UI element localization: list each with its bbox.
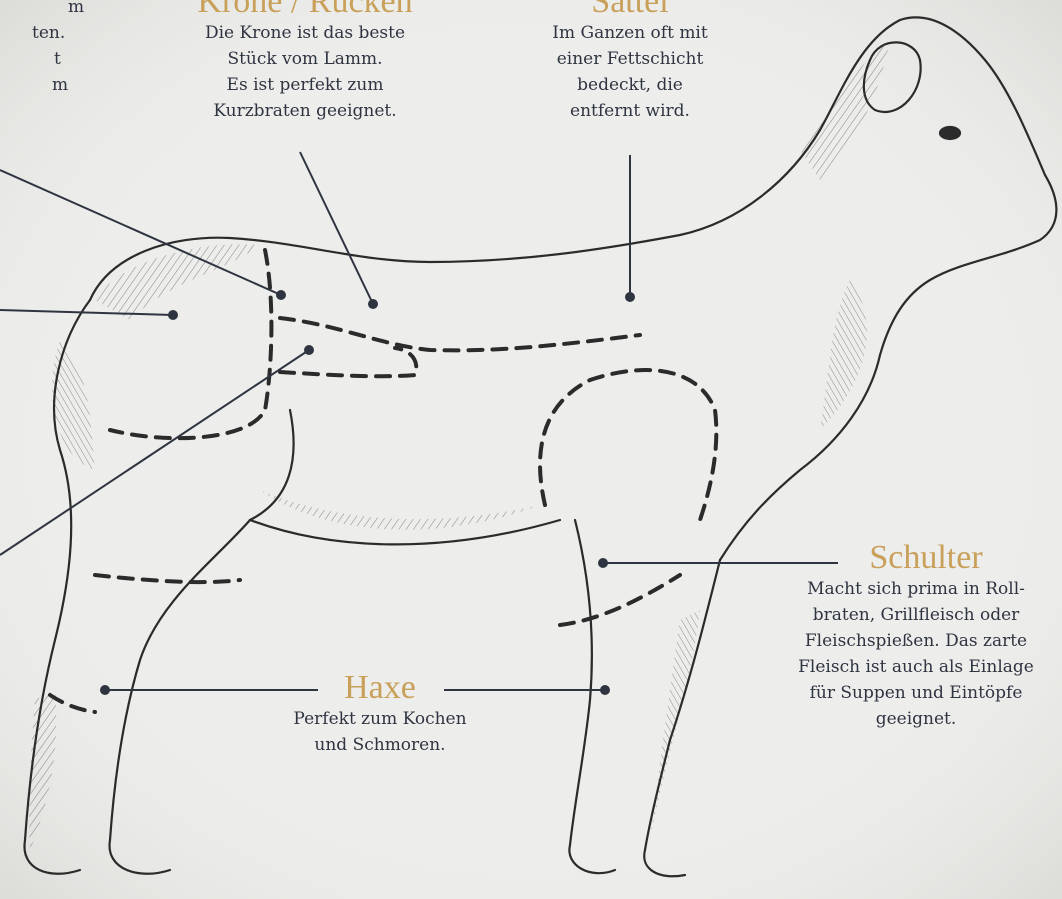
label-desc-line: Macht sich prima in Roll- [770, 576, 1062, 602]
label-desc-line: Es ist perfekt zum [160, 72, 450, 98]
label-desc-line: Perfekt zum Kochen [250, 706, 510, 732]
label-sattel: Sattel Im Ganzen oft mit einer Fettschic… [520, 0, 740, 124]
left-label-fragment: m ten. t m [30, 0, 84, 98]
label-desc-line: und Schmoren. [250, 732, 510, 758]
label-desc-line: Kurzbraten geeignet. [160, 98, 450, 124]
fragment-line: m [30, 72, 84, 98]
label-schulter: Schulter Macht sich prima in Roll- brate… [770, 540, 1062, 732]
label-title: Haxe [250, 670, 510, 706]
label-krone-ruecken: Krone / Rücken Die Krone ist das beste S… [160, 0, 450, 124]
fragment-line: m [30, 0, 84, 20]
fragment-line: ten. [30, 20, 84, 46]
label-title: Krone / Rücken [160, 0, 450, 20]
label-desc-line: Die Krone ist das beste [160, 20, 450, 46]
label-desc-line: Stück vom Lamm. [160, 46, 450, 72]
fragment-line: t [30, 46, 84, 72]
label-desc-line: einer Fettschicht [520, 46, 740, 72]
label-desc-line: Fleisch ist auch als Einlage [770, 654, 1062, 680]
label-desc-line: geeignet. [770, 706, 1062, 732]
leader-dots [100, 290, 635, 695]
label-desc-line: für Suppen und Eintöpfe [770, 680, 1062, 706]
label-desc-line: braten, Grillfleisch oder [770, 602, 1062, 628]
label-desc-line: bedeckt, die [520, 72, 740, 98]
label-desc-line: Fleischspießen. Das zarte [770, 628, 1062, 654]
label-desc-line: Im Ganzen oft mit [520, 20, 740, 46]
label-haxe: Haxe Perfekt zum Kochen und Schmoren. [250, 670, 510, 758]
leader-lines [0, 152, 838, 690]
label-title: Sattel [520, 0, 740, 20]
label-title: Schulter [770, 540, 1062, 576]
label-desc-line: entfernt wird. [520, 98, 740, 124]
cut-lines [50, 250, 716, 712]
